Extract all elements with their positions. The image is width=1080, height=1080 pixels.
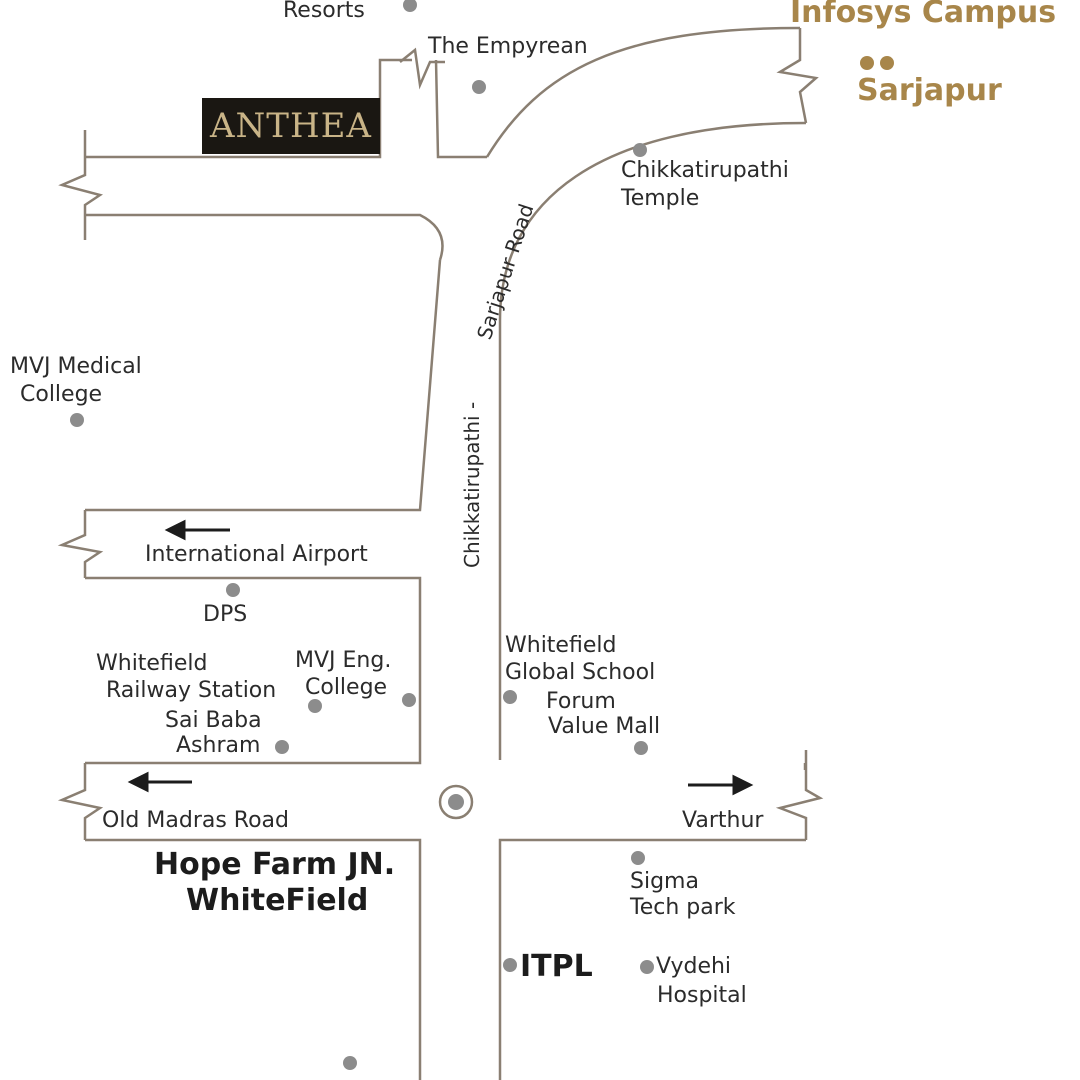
break-mark-top-left xyxy=(58,130,104,240)
road-curve-inner xyxy=(498,121,807,321)
dot-whitefield-global xyxy=(503,690,517,704)
dot-itpl xyxy=(503,958,517,972)
road-top-left-edge-lower xyxy=(85,213,444,261)
label-whitefield-global-1: Whitefield xyxy=(505,633,617,658)
label-sai-baba-2: Ashram xyxy=(176,733,261,758)
label-varthur: Varthur xyxy=(682,808,764,833)
road-top-left-edge-upper xyxy=(85,58,412,159)
label-chikkatirupathi-temple-2: Temple xyxy=(621,186,700,211)
label-empyrean: The Empyrean xyxy=(428,34,588,59)
label-sarjapur: Sarjapur xyxy=(857,73,1002,108)
arrow-right-head-icon xyxy=(732,774,754,796)
label-sai-baba-1: Sai Baba xyxy=(165,708,262,733)
label-chikkatirupathi-road: Chikkatirupathi - xyxy=(460,401,484,568)
arrow-left-head-icon xyxy=(164,519,186,541)
label-forum-2: Value Mall xyxy=(548,714,661,739)
road-empyrean-left xyxy=(434,59,487,159)
label-international-airport: International Airport xyxy=(145,542,368,567)
label-resorts: Resorts xyxy=(283,0,365,23)
arrow-left-head-icon xyxy=(127,771,149,793)
label-whitefield-global-2: Global School xyxy=(505,660,656,685)
road-south-right xyxy=(498,838,806,1080)
road-curve-outer xyxy=(485,26,801,158)
anthea-logo: ANTHEA xyxy=(202,98,380,154)
dot-empyrean xyxy=(472,80,486,94)
break-mark-anthea-top xyxy=(399,47,445,90)
dot-mvj-eng xyxy=(402,693,416,707)
break-mark-madras xyxy=(57,763,104,840)
road-airport-lower xyxy=(85,576,422,765)
break-mark-top-right xyxy=(776,28,819,124)
label-whitefield-rs-2: Railway Station xyxy=(106,678,277,703)
break-mark-varthur xyxy=(775,750,824,840)
dot-vydehi xyxy=(640,960,654,974)
label-whitefield-rs-1: Whitefield xyxy=(96,651,208,676)
label-mvj-eng-2: College xyxy=(305,675,388,700)
label-vydehi-1: Vydehi xyxy=(656,954,732,979)
dot-bottom xyxy=(343,1056,357,1070)
road-madras-lower xyxy=(85,838,422,1080)
break-mark-airport xyxy=(57,510,104,578)
dot-sigma xyxy=(631,851,645,865)
dot-mvj-medical xyxy=(70,413,84,427)
dot-sai-baba xyxy=(275,740,289,754)
label-mvj-medical-2: College xyxy=(20,382,103,407)
dot-dps xyxy=(226,583,240,597)
label-itpl: ITPL xyxy=(520,949,593,984)
dot-resorts xyxy=(403,0,417,12)
dot-sarjapur-2 xyxy=(880,56,894,70)
label-hope-farm-1: Hope Farm JN. xyxy=(154,847,396,882)
label-dps: DPS xyxy=(203,602,248,627)
label-sigma-2: Tech park xyxy=(630,895,736,920)
junction-icon xyxy=(438,784,474,820)
label-vydehi-2: Hospital xyxy=(657,983,747,1008)
dot-chikkatirupathi-temple xyxy=(633,143,647,157)
label-sigma-1: Sigma xyxy=(630,869,699,894)
label-mvj-medical-1: MVJ Medical xyxy=(10,354,142,379)
dot-forum xyxy=(634,741,648,755)
label-old-madras-road: Old Madras Road xyxy=(102,808,289,833)
dot-sarjapur-1 xyxy=(860,56,874,70)
label-infosys-campus: Infosys Campus xyxy=(790,0,1057,30)
road-main-left xyxy=(85,259,442,512)
label-mvj-eng-1: MVJ Eng. xyxy=(295,648,392,673)
label-hope-farm-2: WhiteField xyxy=(186,883,369,918)
label-chikkatirupathi-temple-1: Chikkatirupathi xyxy=(621,158,789,183)
label-forum-1: Forum xyxy=(546,689,616,714)
dot-railway-station xyxy=(308,699,322,713)
